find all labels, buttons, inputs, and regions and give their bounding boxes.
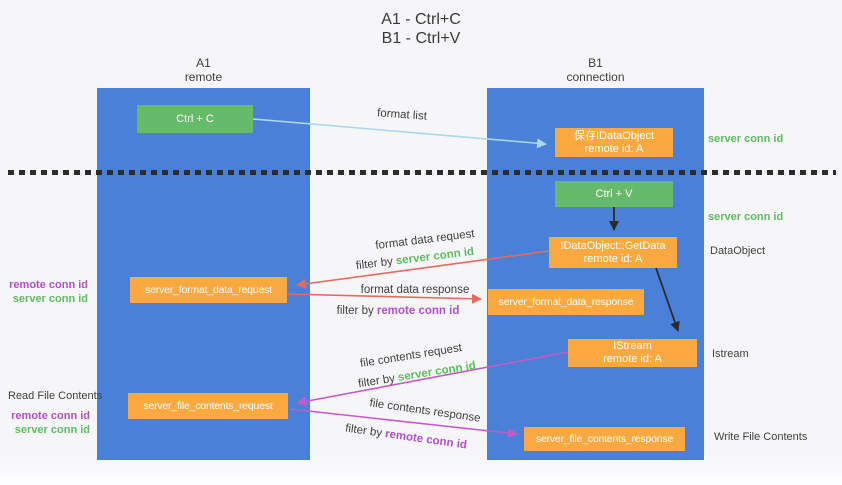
read-file-contents-annotation: Read File Contents bbox=[8, 390, 103, 402]
format-data-response-filter-label: filter by remote conn id bbox=[337, 305, 460, 317]
conn-id-annotation-left-top: remote conn id server conn id bbox=[0, 278, 88, 306]
diagram-title: A1 - Ctrl+C B1 - Ctrl+V bbox=[0, 10, 842, 48]
server-format-data-response-box: server_format_data_response bbox=[488, 289, 644, 315]
filter-by-text: filter by bbox=[344, 422, 386, 441]
column-header-a1: A1 remote bbox=[97, 56, 310, 84]
remote-conn-id-text: remote conn id bbox=[384, 428, 468, 452]
server-conn-id-annotation-mid: server conn id bbox=[708, 211, 784, 223]
save-idataobject-line1: 保存IDataObject bbox=[573, 129, 655, 142]
istream-line2: remote id: A bbox=[603, 353, 662, 365]
ctrl-v-label: Ctrl + V bbox=[595, 187, 633, 200]
getdata-line2: remote id: A bbox=[583, 252, 643, 265]
server-conn-id-text: server conn id bbox=[395, 245, 475, 268]
filter-by-text: filter by bbox=[357, 372, 399, 391]
column-b1-subtitle: connection bbox=[566, 70, 625, 84]
title-line-1: A1 - Ctrl+C bbox=[381, 11, 461, 28]
server-conn-id-text: server conn id bbox=[397, 359, 477, 384]
server-conn-id-text: server conn id bbox=[14, 424, 90, 436]
remote-conn-id-text: remote conn id bbox=[376, 305, 460, 317]
conn-id-annotation-left-bottom: remote conn id server conn id bbox=[0, 409, 90, 437]
istream-box: IStream remote id: A bbox=[568, 339, 697, 367]
dataobject-annotation: DataObject bbox=[710, 245, 766, 257]
getdata-line1: IDataObject::GetData bbox=[560, 239, 666, 252]
save-idataobject-box: 保存IDataObject remote id: A bbox=[555, 128, 673, 157]
format-list-label: format list bbox=[376, 107, 428, 123]
istream-line1: IStream bbox=[613, 340, 652, 352]
file-contents-response-label: file contents response bbox=[368, 397, 482, 425]
save-idataobject-line2: remote id: A bbox=[584, 142, 644, 155]
server-conn-id-annotation-top: server conn id bbox=[708, 133, 784, 145]
idataobject-getdata-box: IDataObject::GetData remote id: A bbox=[549, 237, 677, 268]
server-conn-id-text: server conn id bbox=[12, 293, 88, 305]
column-a1-name: A1 bbox=[196, 56, 211, 70]
istream-annotation: Istream bbox=[712, 348, 749, 360]
remote-conn-id-text: remote conn id bbox=[11, 410, 90, 422]
remote-conn-id-text: remote conn id bbox=[9, 279, 88, 291]
ctrl-c-label: Ctrl + C bbox=[176, 112, 214, 125]
column-b1-name: B1 bbox=[588, 56, 603, 70]
server-file-contents-response-box: server_file_contents_response bbox=[524, 427, 685, 451]
server-format-data-request-box: server_format_data_request bbox=[130, 277, 287, 303]
file-contents-response-filter-label: filter by remote conn id bbox=[344, 423, 467, 452]
column-header-b1: B1 connection bbox=[487, 56, 704, 84]
dotted-separator-line bbox=[8, 170, 836, 175]
format-data-request-filter-label: filter by server conn id bbox=[355, 246, 474, 272]
title-line-2: B1 - Ctrl+V bbox=[381, 30, 461, 47]
column-a1-subtitle: remote bbox=[184, 70, 223, 84]
ctrl-v-box: Ctrl + V bbox=[555, 181, 673, 207]
ctrl-c-box: Ctrl + C bbox=[137, 105, 253, 133]
write-file-contents-annotation: Write File Contents bbox=[714, 431, 808, 443]
file-request-label: server_file_contents_request bbox=[143, 399, 273, 412]
format-data-response-label: format data response bbox=[360, 284, 470, 296]
file-response-label: server_file_contents_response bbox=[535, 432, 674, 445]
format-request-label: server_format_data_request bbox=[145, 283, 272, 296]
filter-by-text: filter by bbox=[355, 255, 397, 273]
server-file-contents-request-box: server_file_contents_request bbox=[128, 393, 288, 419]
filter-by-text: filter by bbox=[336, 305, 377, 317]
format-response-label: server_format_data_response bbox=[498, 295, 634, 308]
